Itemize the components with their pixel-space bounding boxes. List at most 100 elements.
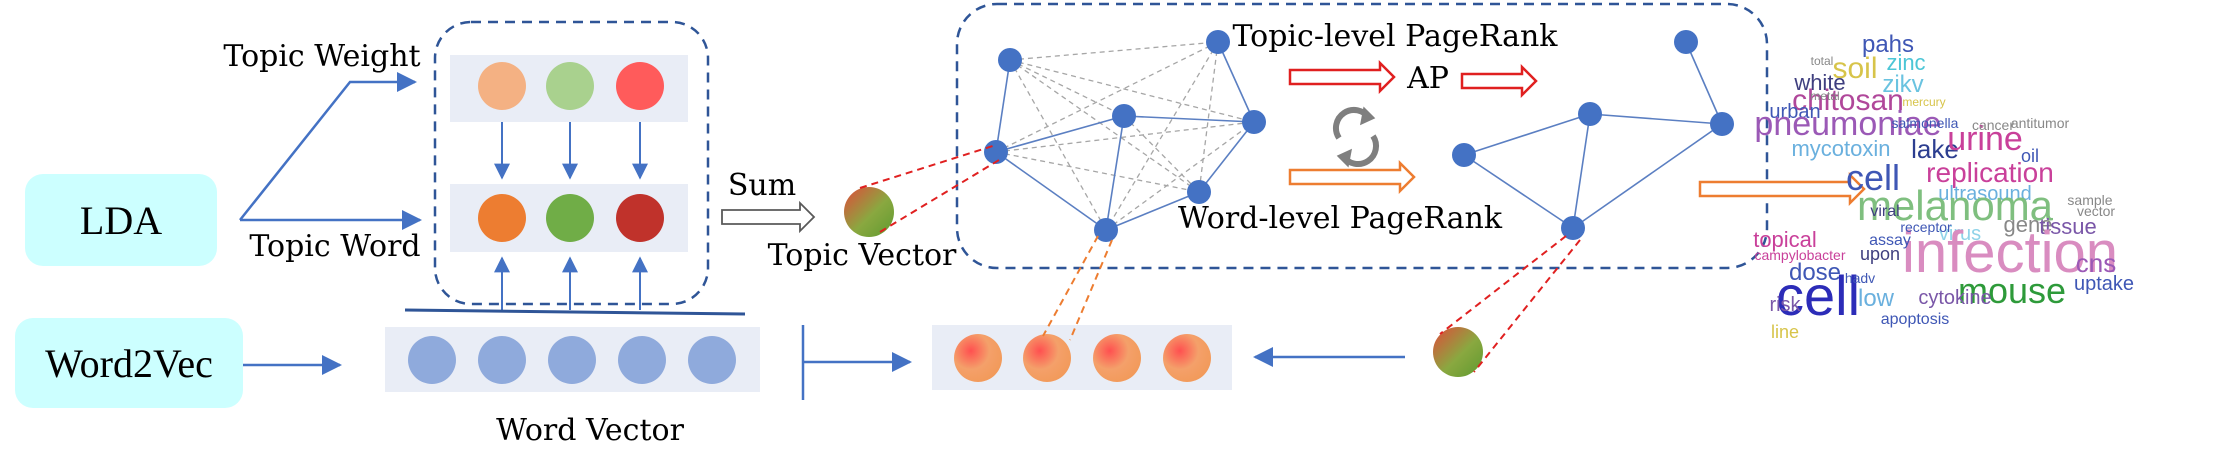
topic-panel	[433, 20, 710, 310]
topic-word-circle-2	[546, 194, 594, 242]
word-cloud-term: lake	[1911, 134, 1959, 164]
word-cloud-term: topical	[1753, 227, 1817, 252]
word-cloud-term: soil	[1832, 52, 1877, 85]
ap-arrow	[1460, 63, 1538, 99]
word-vector-circle	[408, 336, 456, 384]
topic-graph-blue-edges	[995, 41, 1255, 231]
word-cloud-term: urine	[1947, 120, 2023, 158]
refresh-icon	[1332, 106, 1380, 168]
graph-node	[1452, 143, 1476, 167]
word-cloud-term: apoptosis	[1881, 311, 1950, 328]
word-pagerank-arrow	[1288, 159, 1416, 195]
word2vec-box: Word2Vec	[15, 318, 243, 408]
word-cloud-term: assay	[1869, 232, 1911, 249]
word-cloud-term: mercury	[1902, 95, 1945, 109]
graph-node	[1578, 102, 1602, 126]
word-vector-label: Word Vector	[496, 413, 685, 448]
word-cloud-term: white	[1793, 70, 1845, 95]
lda-box: LDA	[25, 174, 217, 266]
word-cloud-term: mouse	[1958, 270, 2066, 311]
word-cloud-term: vector	[2077, 203, 2115, 219]
word-cloud-term: replication	[1926, 157, 2054, 188]
lda-branch-arrows	[239, 72, 422, 375]
graph-node	[1710, 112, 1734, 136]
graph-node	[1112, 104, 1136, 128]
word-graph-edges	[1463, 41, 1723, 229]
bottom-flow-arrow	[801, 325, 1405, 400]
word-node-vector	[1433, 327, 1483, 377]
embedding-circle	[1093, 334, 1141, 382]
output-arrow	[1698, 171, 1866, 207]
word2vec-label: Word2Vec	[45, 341, 213, 386]
word-cloud-term: cell	[1776, 264, 1860, 327]
embedding-circle	[1163, 334, 1211, 382]
word-cloud-term: uptake	[2074, 273, 2134, 295]
topic-graph-gray-edges	[995, 41, 1255, 231]
graph-panel	[955, 2, 1769, 270]
word-cloud-term: zikv	[1882, 71, 1923, 98]
word-cloud-term: campylobacter	[1754, 247, 1845, 263]
word-cloud-term: salmonella	[1892, 115, 1959, 131]
graph-node	[998, 48, 1022, 72]
word-cloud-term: pneumoniae	[1754, 105, 1941, 143]
graph-node	[1242, 110, 1266, 134]
word-cloud-term: cell	[1846, 157, 1900, 198]
word-vector-circle	[548, 336, 596, 384]
graph-node	[1674, 30, 1698, 54]
word-cloud-term: virus	[1939, 223, 1981, 245]
topic-vector-label: Topic Vector	[768, 238, 957, 273]
graph-node	[1187, 180, 1211, 204]
word-vector-row	[385, 327, 760, 392]
topic-pagerank-arrow	[1288, 59, 1396, 95]
word-cloud-term: oil	[2021, 146, 2039, 166]
word-cloud-term: antitumor	[2011, 115, 2070, 131]
weight-circle-2	[546, 62, 594, 110]
word-node-links	[1439, 235, 1581, 373]
word-cloud-term: line	[1771, 322, 1799, 342]
word-cloud-term: mycotoxin	[1791, 136, 1890, 161]
topic-graph-nodes	[984, 30, 1266, 242]
word-cloud-term: zinc	[1886, 50, 1925, 75]
word-cloud-term: cns	[2076, 248, 2116, 278]
word-cloud-term: total	[1811, 54, 1834, 68]
sum-arrow	[721, 200, 816, 234]
weight-circle-3	[616, 62, 664, 110]
topic-pagerank-label: Topic-level PageRank	[1232, 19, 1558, 54]
word-cloud-term: cytokine	[1918, 287, 1991, 309]
orange-links	[1042, 235, 1113, 341]
word-cloud-term: receptor	[1900, 219, 1952, 235]
word-pagerank-label: Word-level PageRank	[1178, 201, 1503, 236]
sum-label: Sum	[728, 168, 796, 203]
word-cloud-term: sample	[2067, 192, 2112, 208]
word-cloud-term: low	[1858, 285, 1895, 312]
word-cloud-term: tissue	[2039, 214, 2096, 239]
word-cloud-term: metal	[1810, 89, 1839, 103]
word-vector-circle	[618, 336, 666, 384]
topic-weight-label: Topic Weight	[223, 39, 420, 74]
topic-vector-node	[844, 187, 894, 237]
topic-word-circle-3	[616, 194, 664, 242]
graph-node	[984, 140, 1008, 164]
embedding-row	[932, 325, 1232, 390]
word-cloud-term: risk	[1769, 294, 1801, 316]
word-cloud-term: chitosan	[1792, 84, 1904, 117]
word-cloud-term: infection	[1902, 220, 2118, 285]
word-vector-circle	[478, 336, 526, 384]
graph-node	[1206, 30, 1230, 54]
word-cloud-term: dose	[1789, 259, 1841, 286]
word-cloud-term: pahs	[1862, 31, 1914, 58]
graph-node	[1561, 216, 1585, 240]
word-vector-bracket	[404, 308, 746, 316]
word-cloud-term: hadv	[1845, 270, 1875, 286]
embedding-circle	[1023, 334, 1071, 382]
word-cloud-term: viral	[1870, 203, 1899, 220]
word-cloud-term: ultrasound	[1938, 183, 2031, 205]
word-cloud-term: cancer	[1972, 117, 2014, 133]
word-cloud-term: urban	[1769, 101, 1820, 123]
word-vector-circle	[688, 336, 736, 384]
weight-circle-1	[478, 62, 526, 110]
graph-node	[1094, 218, 1118, 242]
topic-word-label: Topic Word	[249, 229, 420, 264]
